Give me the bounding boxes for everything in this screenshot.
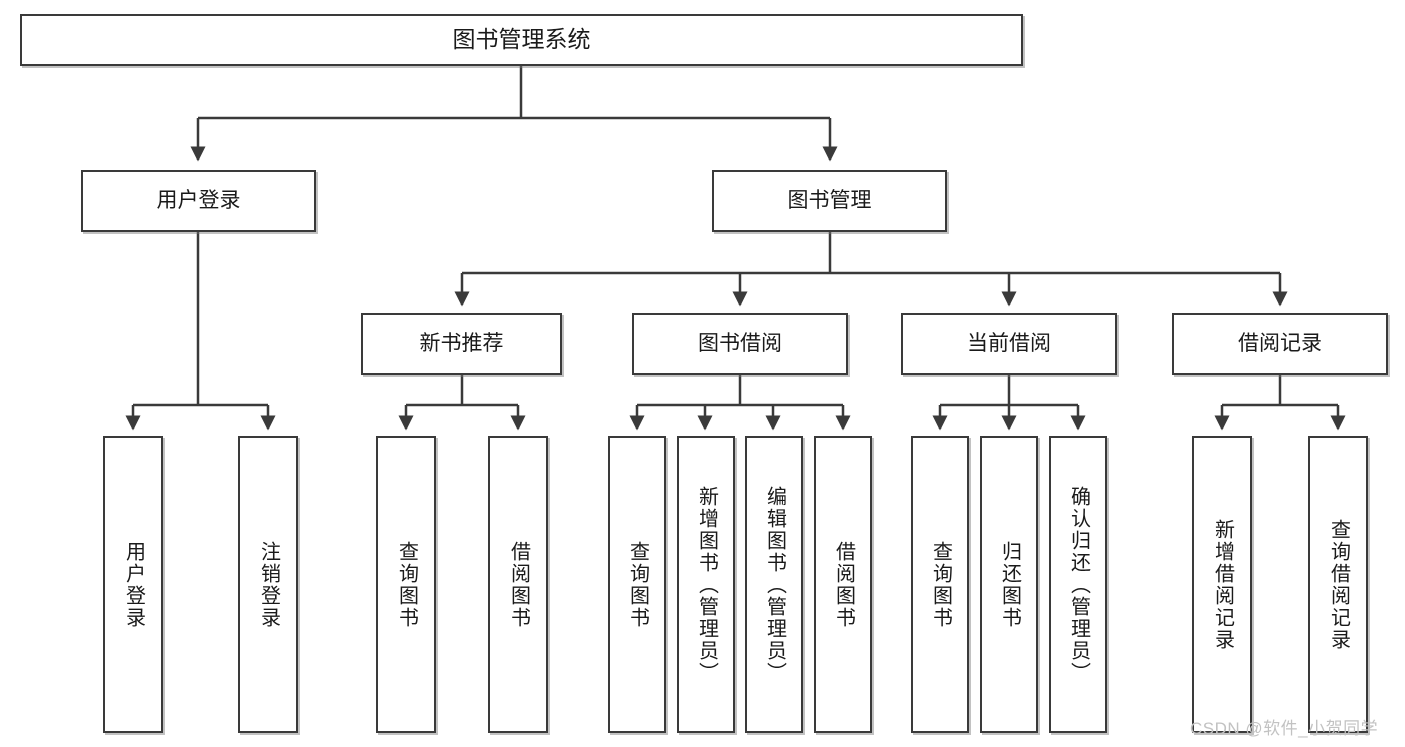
leaf-query-borrow-record[interactable]: 查询借阅记录 [1308, 436, 1368, 733]
leaf-confirm-return-admin-label: 确认归还（管理员） [1067, 485, 1090, 684]
node-borrow-record-label: 借阅记录 [1238, 331, 1322, 355]
csdn-watermark: CSDN @软件_小贺同学 [1190, 719, 1379, 738]
node-current-borrow-label: 当前借阅 [967, 331, 1051, 355]
leaf-logout[interactable]: 注销登录 [238, 436, 298, 733]
leaf-return-book-label: 归还图书 [998, 540, 1021, 629]
leaf-logout-label: 注销登录 [257, 540, 280, 629]
leaf-user-login[interactable]: 用户登录 [103, 436, 163, 733]
node-book-management[interactable]: 图书管理 [712, 170, 947, 232]
leaf-borrow-book-recommend-label: 借阅图书 [507, 540, 530, 629]
leaf-add-book-admin-label: 新增图书（管理员） [695, 485, 718, 684]
node-borrow-record[interactable]: 借阅记录 [1172, 313, 1388, 375]
node-book-borrow-label: 图书借阅 [698, 331, 782, 355]
leaf-query-borrow-record-label: 查询借阅记录 [1327, 518, 1350, 651]
leaf-borrow-book-recommend[interactable]: 借阅图书 [488, 436, 548, 733]
leaf-add-book-admin[interactable]: 新增图书（管理员） [677, 436, 735, 733]
leaf-edit-book-admin-label: 编辑图书（管理员） [763, 485, 786, 684]
node-current-borrow[interactable]: 当前借阅 [901, 313, 1117, 375]
node-root[interactable]: 图书管理系统 [20, 14, 1023, 66]
leaf-confirm-return-admin[interactable]: 确认归还（管理员） [1049, 436, 1107, 733]
leaf-query-book-borrow[interactable]: 查询图书 [608, 436, 666, 733]
leaf-query-book-recommend[interactable]: 查询图书 [376, 436, 436, 733]
leaf-borrow-book[interactable]: 借阅图书 [814, 436, 872, 733]
leaf-edit-book-admin[interactable]: 编辑图书（管理员） [745, 436, 803, 733]
leaf-borrow-book-label: 借阅图书 [832, 540, 855, 629]
leaf-user-login-label: 用户登录 [122, 540, 145, 629]
leaf-query-book-current-label: 查询图书 [929, 540, 952, 629]
node-new-book-recommend[interactable]: 新书推荐 [361, 313, 562, 375]
leaf-query-book-recommend-label: 查询图书 [395, 540, 418, 629]
leaf-query-book-current[interactable]: 查询图书 [911, 436, 969, 733]
leaf-add-borrow-record-label: 新增借阅记录 [1211, 518, 1234, 651]
leaf-add-borrow-record[interactable]: 新增借阅记录 [1192, 436, 1252, 733]
node-root-label: 图书管理系统 [452, 26, 591, 53]
leaf-return-book[interactable]: 归还图书 [980, 436, 1038, 733]
node-book-management-label: 图书管理 [787, 188, 872, 212]
node-book-borrow[interactable]: 图书借阅 [632, 313, 848, 375]
node-user-login[interactable]: 用户登录 [81, 170, 316, 232]
leaf-query-book-borrow-label: 查询图书 [626, 540, 649, 629]
node-user-login-label: 用户登录 [156, 188, 241, 212]
node-new-book-recommend-label: 新书推荐 [419, 331, 504, 355]
